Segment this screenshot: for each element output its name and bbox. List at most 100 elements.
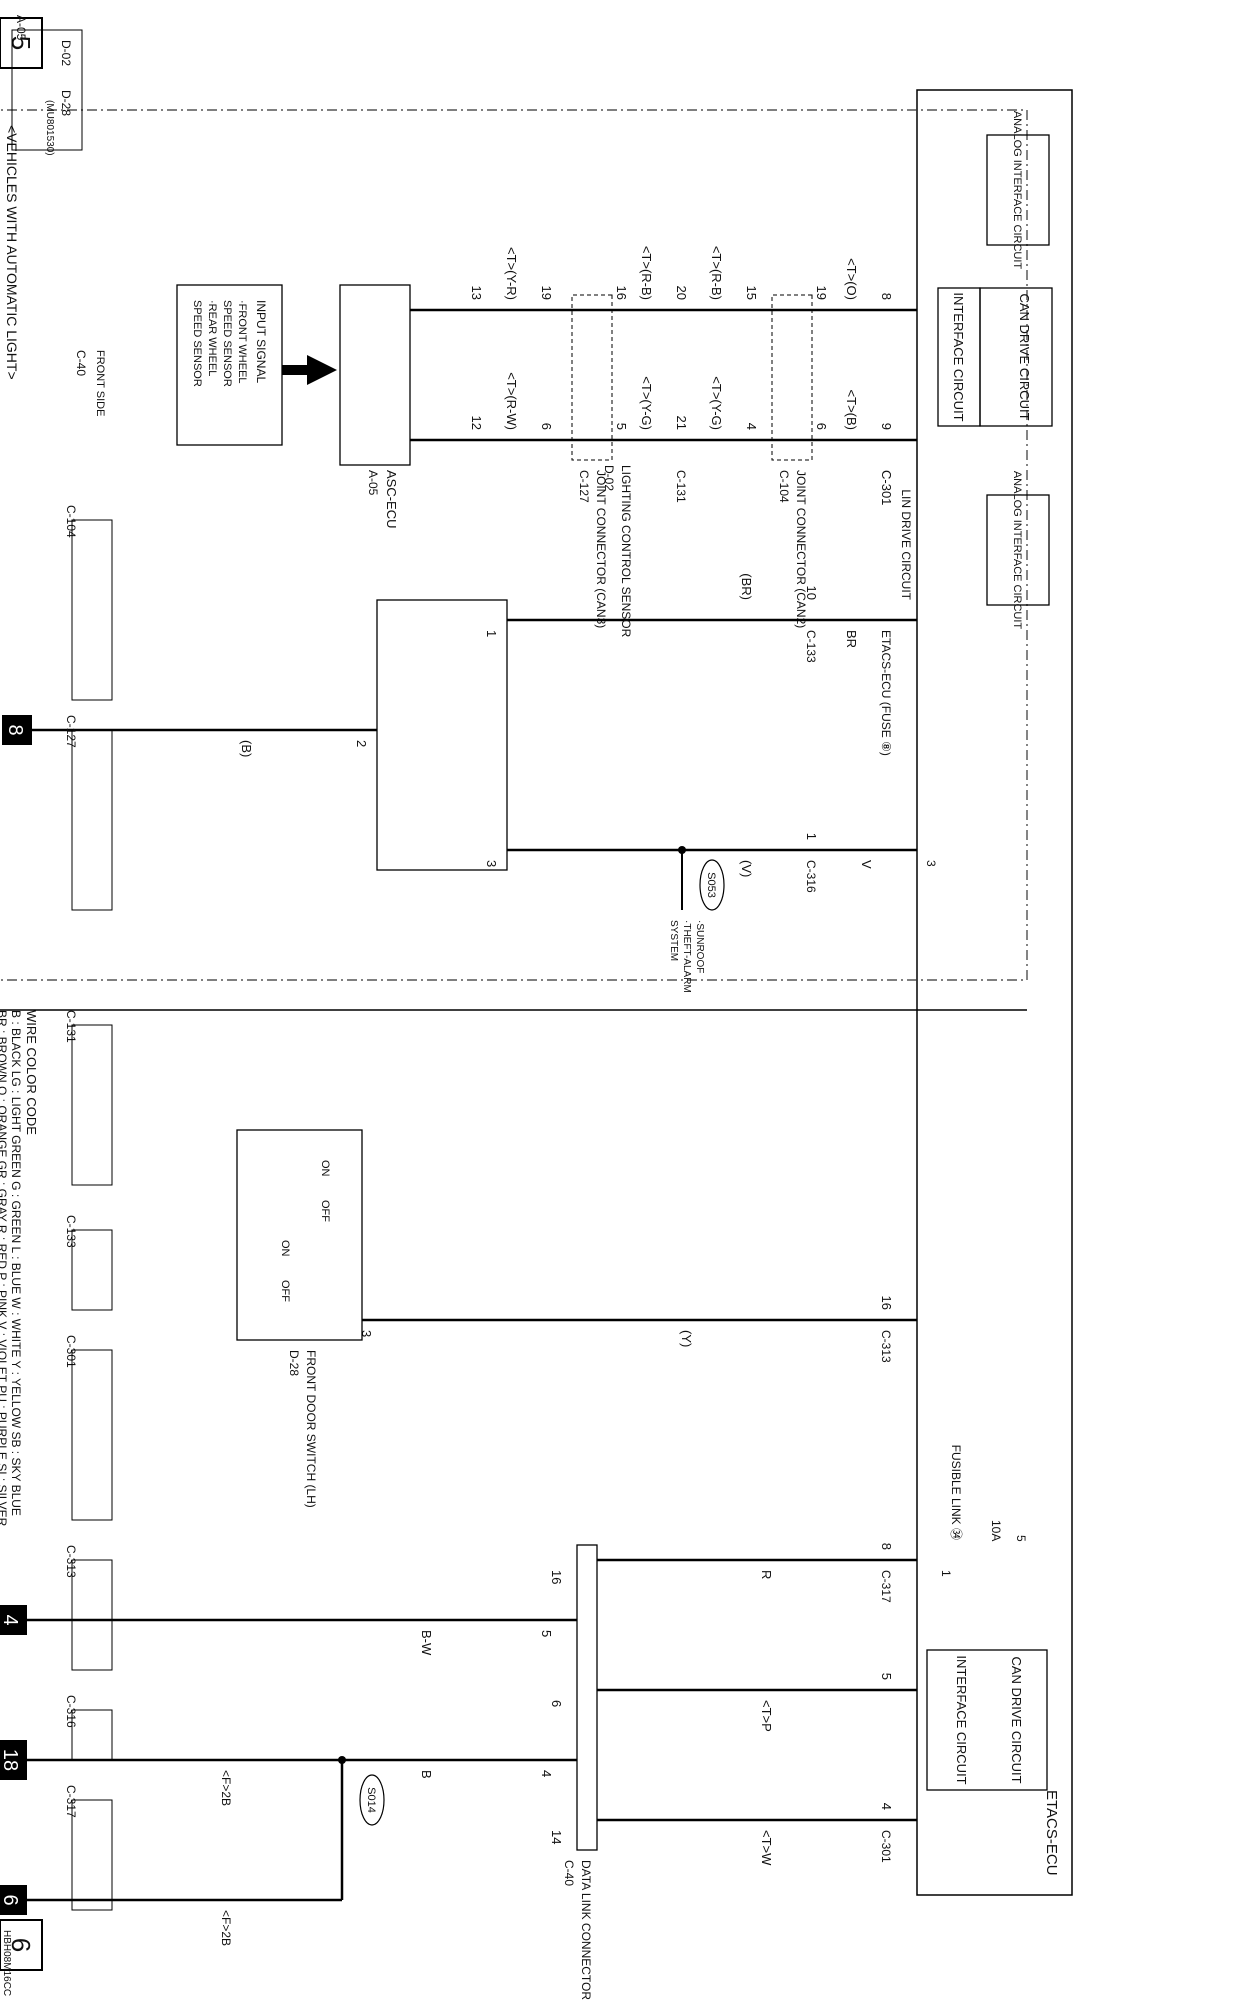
interface-circuit-label: INTERFACE CIRCUIT xyxy=(951,292,966,421)
conn-face-c316-box xyxy=(71,1709,113,1761)
jc3-label: JOINT CONNECTOR (CAN3) xyxy=(594,470,608,628)
conn-c131-label: C-131 xyxy=(674,470,688,503)
conn-face-c104-box xyxy=(71,519,113,701)
wire-o: <T>(O) xyxy=(844,258,859,300)
input-item-2: SPEED SENSOR xyxy=(221,300,233,387)
jc2-label: JOINT CONNECTOR (CAN2) xyxy=(794,470,808,628)
door-switch-box xyxy=(236,1129,363,1341)
conn-c317-label: C-317 xyxy=(879,1570,893,1603)
conn-face-a05-box xyxy=(11,29,83,151)
joint-connector-can2 xyxy=(771,294,813,461)
pin-4-dlc: 4 xyxy=(879,1803,894,1810)
conn-face-c131-box xyxy=(71,1024,113,1186)
fusible-amp: 10A xyxy=(989,1520,1003,1541)
conn-c104-label: C-104 xyxy=(777,470,791,503)
conn-face-c127-box xyxy=(71,729,113,911)
analog-interface-label-1: ANALOG INTERFACE CIRCUIT xyxy=(1011,111,1023,270)
input-signal-title: INPUT SIGNAL xyxy=(254,300,268,383)
input-item-4: SPEED SENSOR xyxy=(191,300,203,387)
sunroof-3: SYSTEM xyxy=(668,920,679,961)
pin-20: 20 xyxy=(674,286,689,300)
conn-c313-label: C-313 xyxy=(879,1330,893,1363)
wire-br: BR xyxy=(844,630,859,648)
conn-face-c133: C-133 xyxy=(64,1215,78,1248)
conn-face-c316: C-316 xyxy=(64,1695,78,1728)
pin-3-sensor: 3 xyxy=(484,860,499,867)
conn-face-d28-sub: (MU801530) xyxy=(44,100,55,156)
conn-face-c313-box xyxy=(71,1559,113,1671)
door-off-1: OFF xyxy=(319,1200,331,1222)
wire-y: (Y) xyxy=(679,1330,694,1347)
pin-19-top: 19 xyxy=(814,286,829,300)
sunroof-1: ·SUNROOF xyxy=(694,920,705,973)
pin-21: 21 xyxy=(674,416,689,430)
etacs-bottom-interface-label: INTERFACE CIRCUIT xyxy=(954,1655,969,1784)
dlc-box xyxy=(576,1544,598,1851)
dlc-pin-4-bot: 4 xyxy=(539,1770,554,1777)
pin-10: 10 xyxy=(804,586,819,600)
wire-code-line1: B : BLACK LG : LIGHT GREEN G : GREEN L :… xyxy=(9,1010,23,1516)
fuse-label: ETACS-ECU (FUSE ⑧) xyxy=(879,630,893,756)
wire-code-title: WIRE COLOR CODE xyxy=(24,1010,39,1135)
pin-6-bot: 6 xyxy=(539,423,554,430)
wire-v-paren: (V) xyxy=(739,860,754,877)
wire-f2b-1: <F>2B xyxy=(219,1770,233,1806)
wire-v: V xyxy=(859,860,874,869)
wire-yr: <T>(Y-R) xyxy=(504,247,519,300)
conn-face-c40: C-40 xyxy=(74,350,88,376)
pin-15: 15 xyxy=(744,286,759,300)
joint-connector-can3 xyxy=(571,294,613,461)
pin-8-fusible: 8 xyxy=(879,1543,894,1550)
pin-16-door: 16 xyxy=(879,1296,894,1310)
conn-d02-label: D-02 xyxy=(602,465,616,491)
wire-yg-2: <T>(Y-G) xyxy=(639,376,654,430)
splice-s014 xyxy=(359,1774,385,1826)
splice-s014-label: S014 xyxy=(365,1787,377,1813)
conn-c127-label: C-127 xyxy=(577,470,591,503)
wire-r: R xyxy=(759,1570,774,1579)
wire-rb-2: <T>(R-B) xyxy=(639,246,654,300)
pin-c316: 1 xyxy=(804,833,819,840)
fusible-num: 5 xyxy=(1014,1535,1028,1542)
diagram-code: HBH08M16CC xyxy=(1,1930,12,1996)
conn-face-d28: D-28 xyxy=(59,90,73,116)
dlc-conn-label: C-40 xyxy=(562,1860,576,1886)
wire-b-dlc: B xyxy=(419,1770,434,1779)
conn-face-c127: C-127 xyxy=(64,715,78,748)
ground-8-box xyxy=(2,715,32,745)
etacs-ecu-title: ETACS-ECU xyxy=(1043,1790,1060,1876)
analog-interface-box-2 xyxy=(986,494,1050,606)
wire-yg-1: <T>(Y-G) xyxy=(709,376,724,430)
fusible-box: 1 xyxy=(939,1570,953,1577)
input-item-3: ·REAR WHEEL xyxy=(206,300,218,376)
ground-18: 18 xyxy=(0,1749,21,1771)
splice-s053-label: S053 xyxy=(705,872,717,898)
pin-1-sensor: 1 xyxy=(484,630,499,637)
page-box-top xyxy=(0,17,43,69)
conn-d28-label: D-28 xyxy=(287,1350,301,1376)
pin-4: 4 xyxy=(744,423,759,430)
pin-6-top: 6 xyxy=(814,423,829,430)
door-on-2: ON xyxy=(279,1240,291,1257)
conn-c301-dlc: C-301 xyxy=(879,1830,893,1863)
etacs-ecu-outline xyxy=(916,89,1073,1896)
wire-tp: <T>P xyxy=(759,1700,774,1732)
lighting-sensor-box xyxy=(376,599,508,871)
conn-face-d02: D-02 xyxy=(59,40,73,66)
lighting-sensor-label: LIGHTING CONTROL SENSOR xyxy=(619,465,633,638)
analog-interface-label-2: ANALOG INTERFACE CIRCUIT xyxy=(1011,471,1023,630)
pin-5-top: 5 xyxy=(614,423,629,430)
lin-drive-label: LIN DRIVE CIRCUIT xyxy=(899,489,913,600)
ground-18-box xyxy=(0,1740,27,1780)
can-drive-circuit-box xyxy=(979,287,1053,427)
input-item-1: ·FRONT WHEEL xyxy=(236,300,248,384)
conn-face-c313: C-313 xyxy=(64,1545,78,1578)
etacs-bottom-can-label: CAN DRIVE CIRCUIT xyxy=(1009,1656,1024,1783)
page-number-top: 5 xyxy=(6,36,36,50)
etacs-bottom-can-box xyxy=(926,1649,1048,1791)
conn-c133-label: C-133 xyxy=(804,630,818,663)
dlc-pin-6: 6 xyxy=(549,1700,564,1707)
pin-9: 9 xyxy=(879,423,894,430)
pin-16-top: 16 xyxy=(614,286,629,300)
